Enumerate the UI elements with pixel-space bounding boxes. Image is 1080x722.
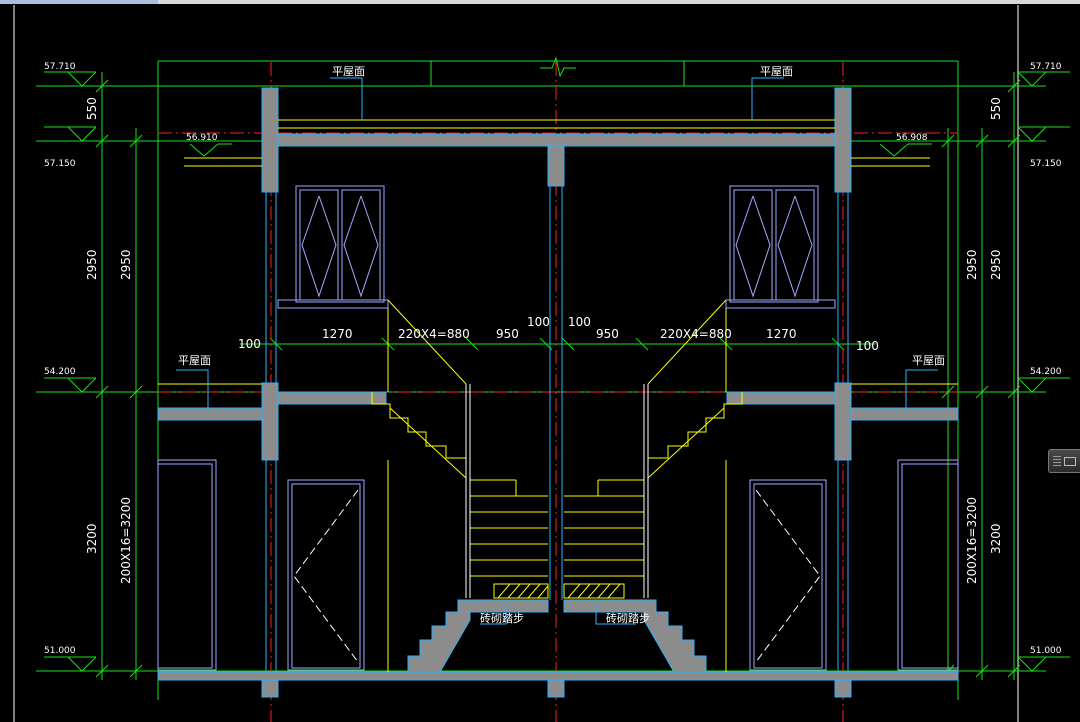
dim-550-right: 550 [989, 97, 1003, 120]
dim-550-left: 550 [85, 97, 99, 120]
roof-finish-label-left: 平屋面 [332, 65, 365, 78]
window-top-bar [0, 0, 1080, 4]
dim-200x16-left: 200X16=3200 [119, 497, 133, 584]
roof-finish-label-side-left: 平屋面 [178, 354, 211, 367]
elevation-roof-left: 57.150 [44, 159, 76, 169]
roof-finish-label-side-right: 平屋面 [912, 354, 945, 367]
dim-100-right: 100 [856, 339, 879, 353]
dim-950-left: 950 [496, 327, 519, 341]
elevation-floor-right: 54.200 [1030, 367, 1062, 377]
dim-2950-left-outer: 2950 [85, 249, 99, 280]
walls [157, 87, 959, 698]
brick-steps [407, 599, 707, 673]
dim-3200-left: 3200 [85, 523, 99, 554]
dim-950-right: 950 [596, 327, 619, 341]
elevation-parapet-left: 56.910 [186, 133, 218, 143]
dim-880-right: 220X4=880 [660, 327, 732, 341]
side-panel-toggle[interactable] [1048, 449, 1080, 473]
dim-880-left: 220X4=880 [398, 327, 470, 341]
landing-hatch [493, 583, 625, 599]
dim-3200-right: 3200 [989, 523, 1003, 554]
windows-doors [157, 185, 959, 671]
roof-finish-label-right: 平屋面 [760, 65, 793, 78]
keyboard-icon [1064, 457, 1076, 466]
brick-step-label-right: 砖砌踏步 [606, 611, 650, 625]
dim-2950-left-inner: 2950 [119, 249, 133, 280]
elevation-ground-left: 51.000 [44, 646, 76, 656]
wall-lines [265, 186, 849, 672]
brick-step-label-left: 砖砌踏步 [480, 611, 524, 625]
dim-100-left: 100 [238, 337, 261, 351]
dim-100-center-left: 100 [527, 315, 550, 329]
leader-lines [176, 77, 938, 625]
elevation-top-right: 57.710 [1030, 62, 1062, 72]
elevation-parapet-right: 56.908 [896, 133, 928, 143]
dim-1270-right: 1270 [766, 327, 797, 341]
dim-200x16-right: 200X16=3200 [965, 497, 979, 584]
grip-icon [1053, 456, 1061, 468]
dim-2950-right-inner: 2950 [965, 249, 979, 280]
elevation-top-left: 57.710 [44, 62, 76, 72]
elevation-roof-right: 57.150 [1030, 159, 1062, 169]
stair-rails [465, 384, 649, 598]
drawing-tab[interactable] [0, 0, 158, 4]
elevation-floor-left: 54.200 [44, 367, 76, 377]
dim-100-center-right: 100 [568, 315, 591, 329]
dim-2950-right-outer: 2950 [989, 249, 1003, 280]
elevation-ground-right: 51.000 [1030, 646, 1062, 656]
stairs [158, 119, 958, 672]
dim-1270-left: 1270 [322, 327, 353, 341]
door-swing [293, 489, 821, 663]
